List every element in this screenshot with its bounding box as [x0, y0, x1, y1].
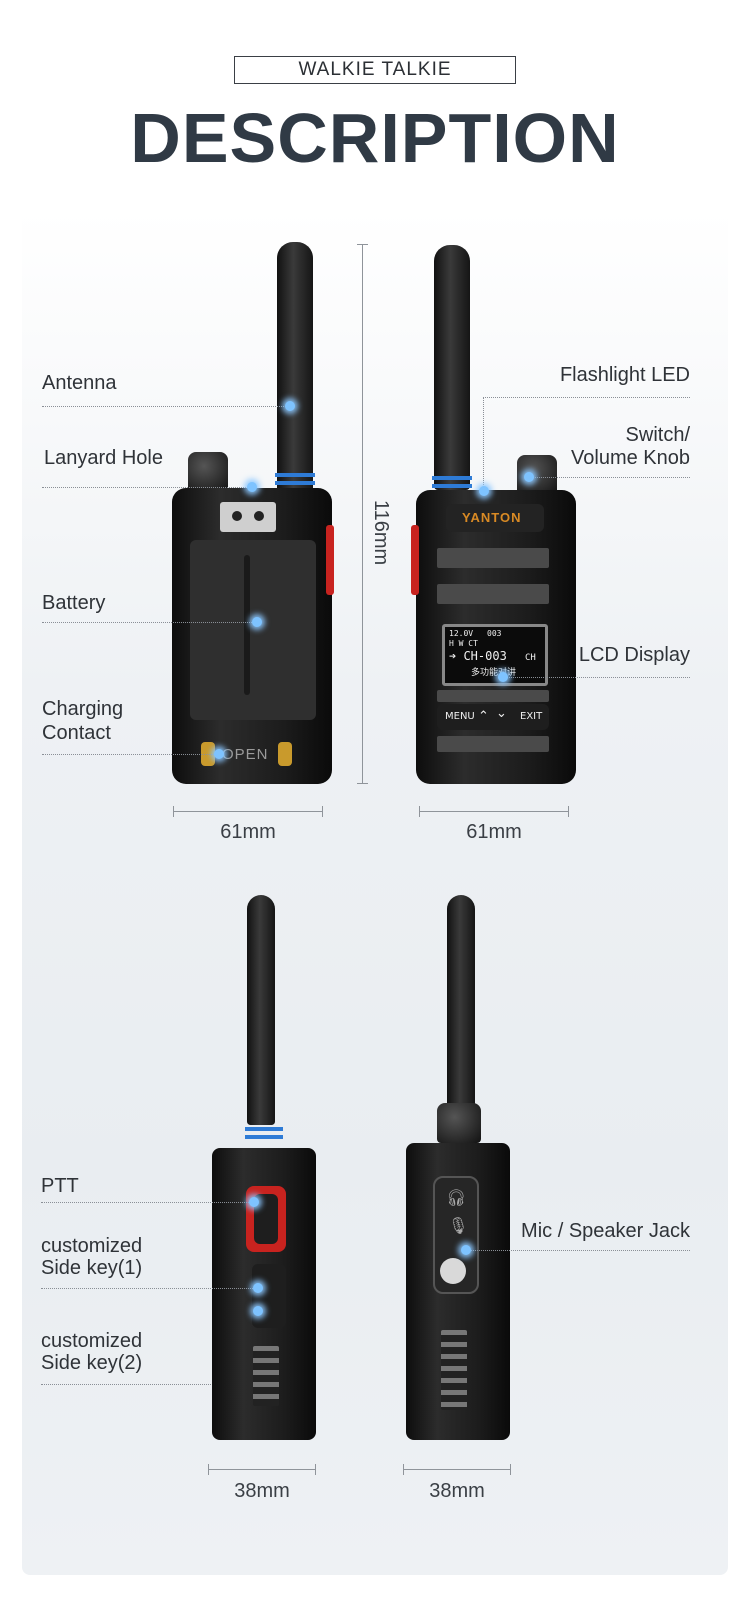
depth-left-dimension: 38mm — [234, 1480, 290, 1502]
battery-open-text: OPEN — [222, 746, 269, 763]
lcd-subtitle: 多功能对讲 — [471, 668, 517, 678]
leader-line — [42, 406, 288, 407]
keypad — [437, 704, 549, 730]
depth-dimension-line — [208, 1464, 316, 1475]
highlight-dot — [252, 617, 262, 627]
volume-knob — [188, 452, 228, 492]
antenna-ring — [275, 481, 315, 485]
antenna — [277, 242, 313, 492]
label-switch-1: Switch/ — [625, 424, 690, 446]
label-flashlight-led: Flashlight LED — [559, 364, 690, 386]
lcd-group: 003 — [487, 629, 502, 638]
lcd-channel: ➔ CH-003 — [449, 649, 507, 663]
antenna — [447, 895, 475, 1115]
label-antenna: Antenna — [42, 372, 117, 394]
leader-line — [466, 1250, 690, 1251]
menu-key: MENU — [445, 711, 475, 722]
antenna — [247, 895, 275, 1125]
vent-grille — [441, 1330, 467, 1410]
leader-line — [42, 487, 250, 488]
up-key-icon: ⌃ — [478, 709, 489, 724]
label-side-key2-2: Side key(2) — [41, 1352, 143, 1374]
volume-knob — [437, 1103, 481, 1143]
label-charging-contact-1: Charging — [42, 698, 124, 720]
height-dimension-line — [357, 244, 368, 784]
background-panel — [22, 210, 728, 1575]
lcd-status: 12.0V — [449, 629, 474, 638]
label-mic-speaker-jack: Mic / Speaker Jack — [521, 1220, 690, 1242]
lcd-ch-tag: CH — [525, 653, 536, 663]
highlight-dot — [214, 749, 224, 759]
leader-line — [483, 397, 690, 398]
antenna-ring — [432, 484, 472, 488]
antenna-ring — [245, 1127, 283, 1131]
label-side-key2-1: customized — [41, 1330, 143, 1352]
label-side-key1-2: Side key(1) — [41, 1257, 143, 1279]
leader-line — [502, 677, 690, 678]
battery-cover — [190, 540, 316, 720]
label-lcd-display: LCD Display — [578, 644, 690, 666]
microphone-icon: 🎙︎ — [448, 1218, 469, 1235]
depth-right-dimension: 38mm — [429, 1480, 485, 1502]
lcd-icons: H W CT — [449, 639, 478, 648]
label-battery: Battery — [42, 592, 106, 614]
category-tag: WALKIE TALKIE — [234, 56, 516, 84]
antenna-ring — [275, 473, 315, 477]
highlight-dot — [253, 1306, 263, 1316]
ptt-side — [326, 525, 334, 595]
leader-line — [42, 754, 218, 755]
highlight-dot — [285, 401, 295, 411]
antenna-ring — [432, 476, 472, 480]
highlight-dot — [461, 1245, 471, 1255]
width-front-dimension: 61mm — [466, 821, 522, 843]
charging-contact — [278, 742, 292, 766]
side-keys — [252, 1264, 286, 1328]
headphone-icon: 🎧︎ — [446, 1190, 467, 1207]
battery-groove — [244, 555, 250, 695]
highlight-dot — [247, 482, 257, 492]
down-key-icon: ⌄ — [496, 706, 507, 721]
speaker-grille — [437, 690, 549, 702]
lanyard-plate — [220, 502, 276, 532]
speaker-grille — [437, 548, 549, 568]
vent-grille — [253, 1346, 279, 1406]
label-charging-contact-2: Contact — [42, 722, 111, 744]
speaker-grille — [437, 584, 549, 604]
height-dimension: 116mm — [370, 500, 392, 566]
ptt-side — [411, 525, 419, 595]
width-dimension-line — [173, 806, 323, 817]
speaker-grille — [437, 736, 549, 752]
brand-logo: YANTON — [462, 510, 522, 525]
highlight-dot — [479, 486, 489, 496]
depth-dimension-line — [403, 1464, 511, 1475]
highlight-dot — [249, 1197, 259, 1207]
leader-line — [483, 397, 484, 491]
leader-line — [41, 1384, 211, 1385]
leader-line — [528, 477, 690, 478]
highlight-dot — [524, 472, 534, 482]
highlight-dot — [253, 1283, 263, 1293]
page-title: DESCRIPTION — [130, 99, 620, 177]
antenna-ring — [245, 1135, 283, 1139]
screw — [254, 511, 264, 521]
leader-line — [41, 1288, 257, 1289]
label-lanyard-hole: Lanyard Hole — [44, 447, 163, 469]
logo-plate — [446, 504, 544, 532]
leader-line — [41, 1202, 253, 1203]
label-side-key1-1: customized — [41, 1235, 143, 1257]
exit-key: EXIT — [520, 711, 543, 722]
label-switch-2: Volume Knob — [571, 447, 690, 469]
jack-screw — [440, 1258, 466, 1284]
label-ptt: PTT — [41, 1175, 79, 1197]
antenna — [434, 245, 470, 490]
screw — [232, 511, 242, 521]
highlight-dot — [498, 672, 508, 682]
leader-line — [42, 622, 256, 623]
lcd-screen: 12.0V 003 H W CT ➔ CH-003 CH 多功能对讲 — [442, 624, 548, 686]
width-dimension-line — [419, 806, 569, 817]
volume-knob — [517, 455, 557, 495]
width-back-dimension: 61mm — [220, 821, 276, 843]
